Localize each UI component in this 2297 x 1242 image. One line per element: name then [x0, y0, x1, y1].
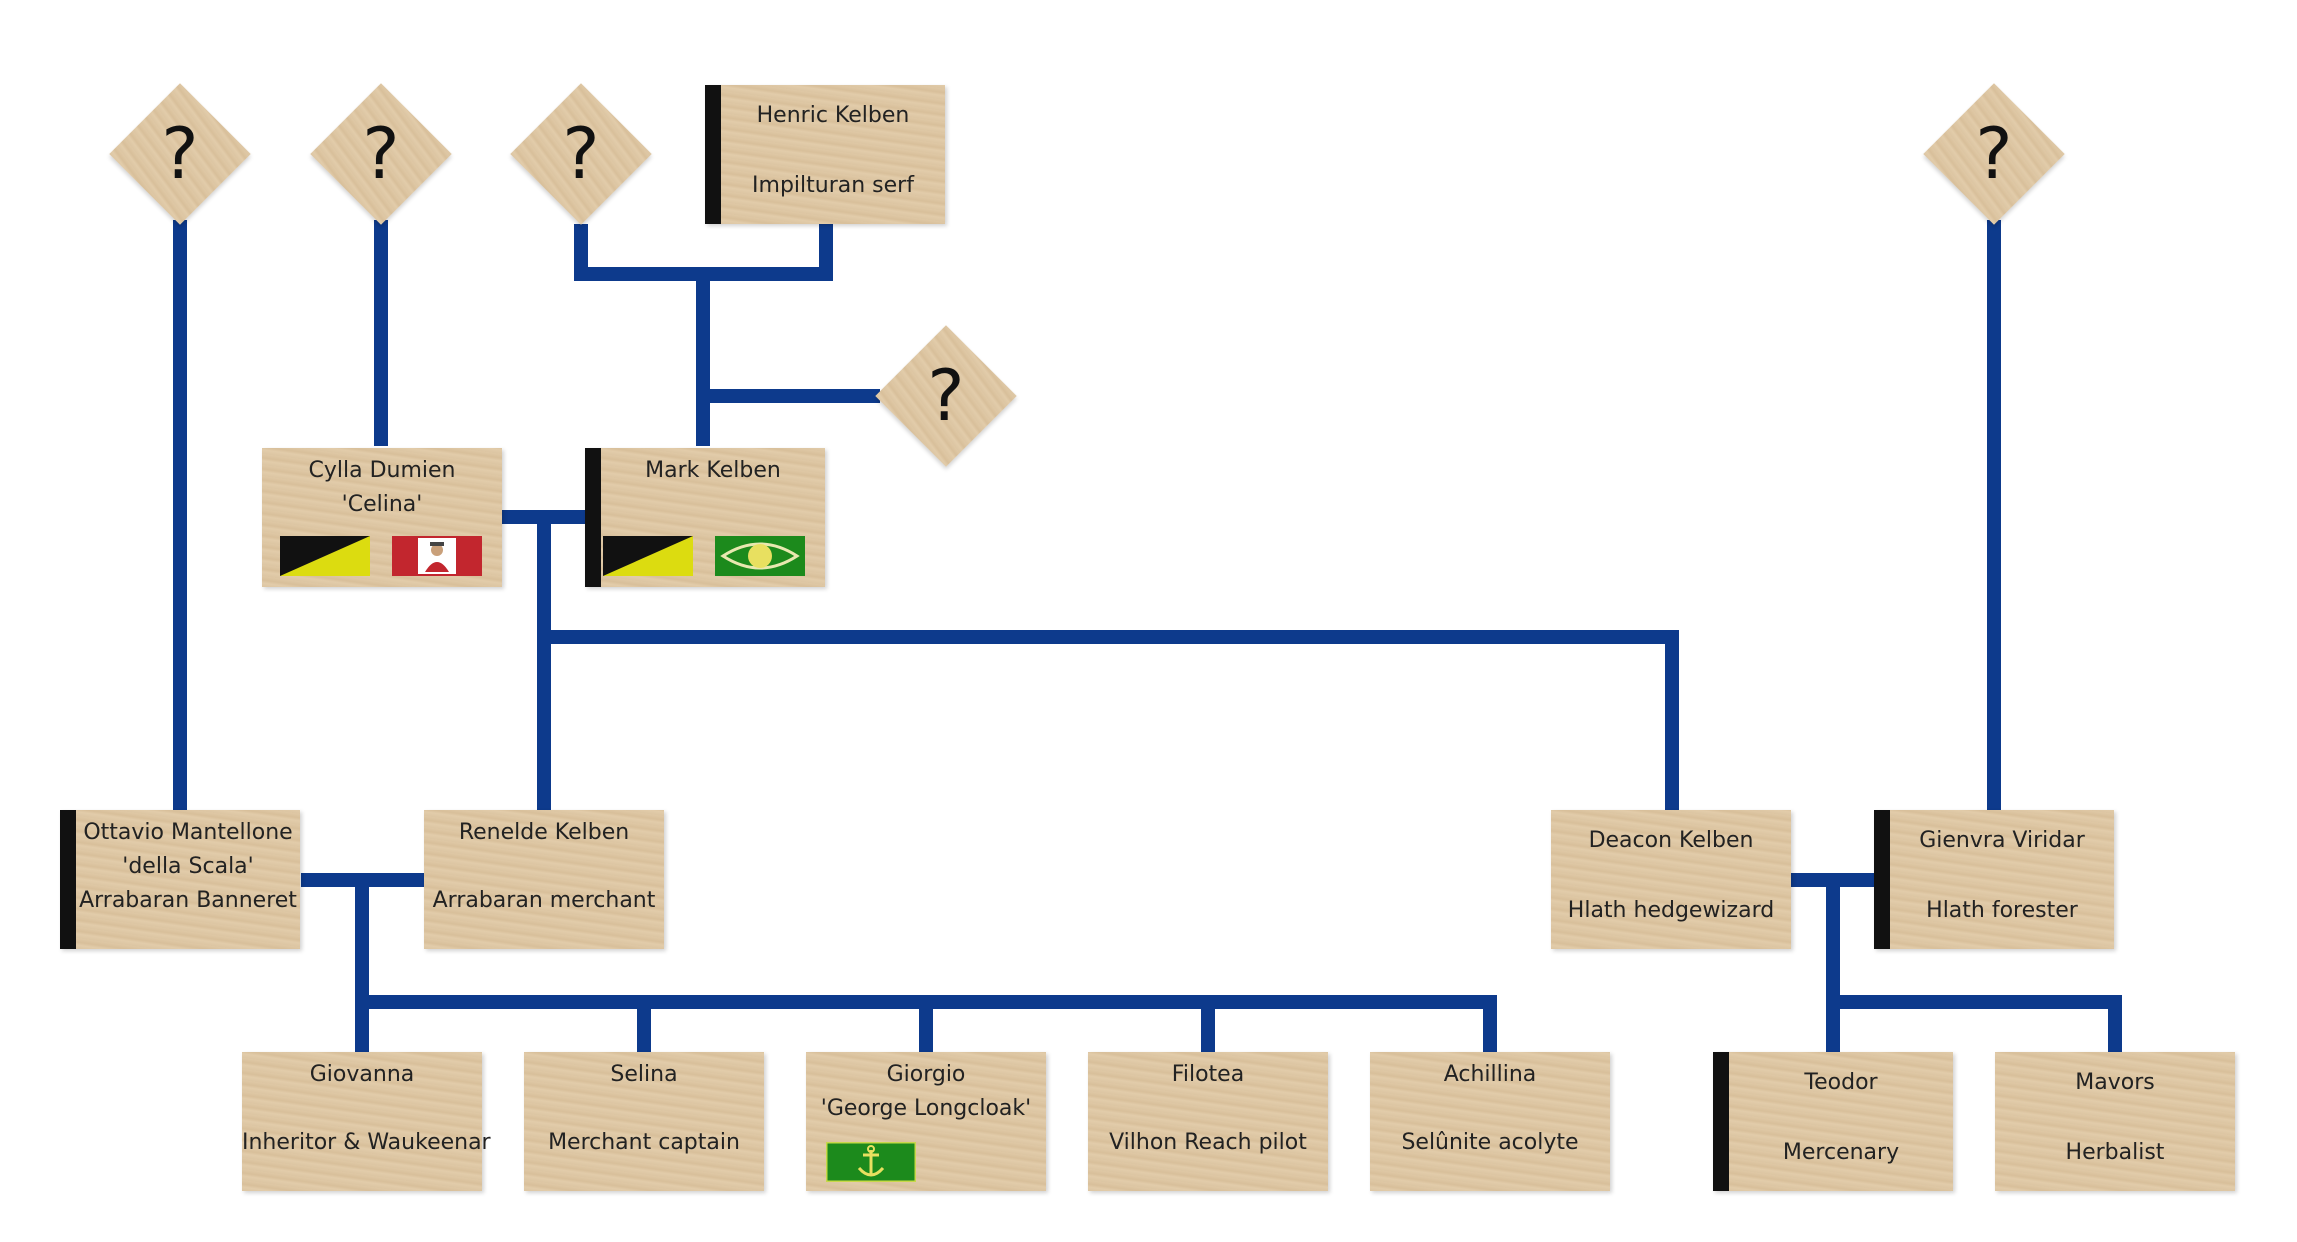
person-role: Mercenary	[1782, 1140, 1900, 1165]
person-role: Inheritor & Waukeenar	[242, 1130, 491, 1155]
person-role: Hlath hedgewizard	[1567, 898, 1775, 923]
person-role: Merchant captain	[548, 1130, 740, 1155]
person-card-renelde[interactable]: Renelde Kelben Arrabaran merchant	[424, 810, 664, 949]
green-eye-flag-icon	[715, 536, 805, 576]
person-card-gienvra[interactable]: Gienvra Viridar Hlath forester	[1874, 810, 2114, 949]
person-card-filotea[interactable]: Filotea Vilhon Reach pilot	[1088, 1052, 1328, 1191]
person-name: Mavors	[2075, 1070, 2155, 1095]
person-card-mavors[interactable]: Mavors Herbalist	[1995, 1052, 2235, 1191]
person-name: Filotea	[1171, 1062, 1245, 1087]
person-name: Achillina	[1443, 1062, 1537, 1087]
green-anchor-flag-icon	[826, 1142, 916, 1182]
person-role: Selûnite acolyte	[1401, 1130, 1579, 1155]
unknown-ancestor-5-label: ?	[1975, 113, 2013, 195]
person-role: Impilturan serf	[752, 173, 914, 198]
person-card-giorgio[interactable]: Giorgio 'George Longcloak'	[806, 1052, 1046, 1191]
person-card-mark[interactable]: Mark Kelben	[585, 448, 825, 587]
person-card-selina[interactable]: Selina Merchant captain	[524, 1052, 764, 1191]
person-alias: 'Celina'	[341, 492, 423, 517]
person-card-teodor[interactable]: Teodor Mercenary	[1713, 1052, 1953, 1191]
person-name: Giovanna	[309, 1062, 415, 1087]
person-name: Cylla Dumien	[308, 458, 456, 483]
person-role: Herbalist	[2065, 1140, 2165, 1165]
unknown-ancestor-4-label: ?	[927, 355, 965, 437]
unknown-ancestor-1-label: ?	[161, 113, 199, 195]
black-yellow-flag-icon	[280, 536, 370, 576]
person-name: Gienvra Viridar	[1919, 828, 2085, 853]
person-card-deacon[interactable]: Deacon Kelben Hlath hedgewizard	[1551, 810, 1791, 949]
unknown-ancestor-2-label: ?	[362, 113, 400, 195]
person-alias: 'della Scala'	[122, 854, 254, 879]
red-figure-flag-icon	[392, 536, 482, 576]
person-role: Vilhon Reach pilot	[1109, 1130, 1307, 1155]
connector-henric-unknown3	[574, 224, 833, 281]
person-role: Hlath forester	[1926, 898, 2078, 923]
person-alias: 'George Longcloak'	[820, 1096, 1032, 1121]
connector-renelde-deacon	[544, 630, 1679, 810]
person-name: Henric Kelben	[756, 103, 910, 128]
person-card-achillina[interactable]: Achillina Selûnite acolyte	[1370, 1052, 1610, 1191]
person-role: Arrabaran merchant	[432, 888, 656, 913]
person-name: Ottavio Mantellone	[83, 820, 293, 845]
person-name: Giorgio	[886, 1062, 966, 1087]
unknown-ancestor-3-label: ?	[562, 113, 600, 195]
person-name: Renelde Kelben	[458, 820, 630, 845]
black-yellow-flag-icon	[603, 536, 693, 576]
person-role: Arrabaran Banneret	[79, 888, 297, 913]
person-name: Teodor	[1804, 1070, 1878, 1095]
person-card-giovanna[interactable]: Giovanna Inheritor & Waukeenar	[242, 1052, 491, 1191]
person-name: Deacon Kelben	[1588, 828, 1754, 853]
person-card-ottavio[interactable]: Ottavio Mantellone 'della Scala' Arrabar…	[60, 810, 300, 949]
person-card-cylla[interactable]: Cylla Dumien 'Celina'	[262, 448, 502, 587]
person-name: Selina	[610, 1062, 678, 1087]
connector-kids-bar	[362, 995, 1497, 1052]
person-card-henric[interactable]: Henric Kelben Impilturan serf	[705, 85, 945, 224]
connector-teodor-mavors	[1833, 995, 2122, 1052]
person-name: Mark Kelben	[645, 458, 781, 483]
